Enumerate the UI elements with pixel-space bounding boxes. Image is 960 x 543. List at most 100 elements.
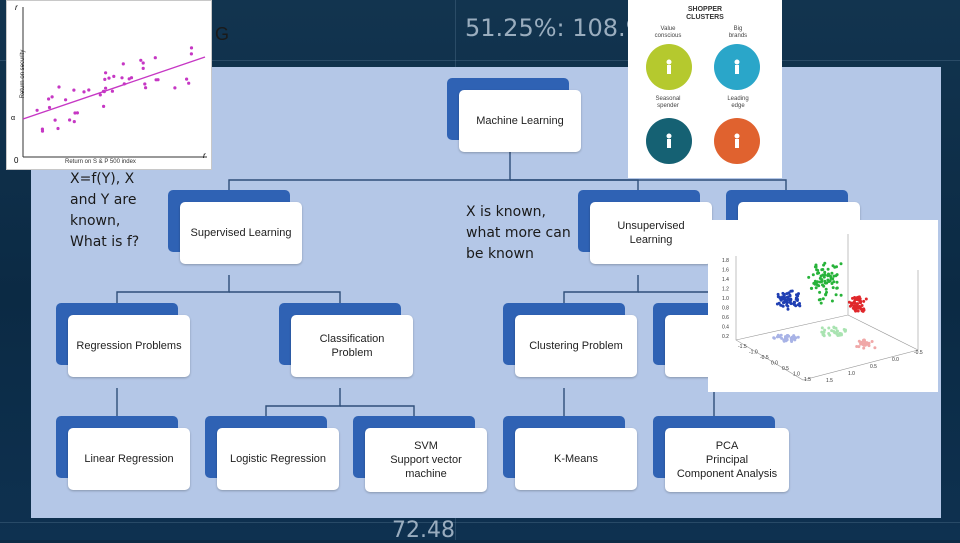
cluster-point [835, 265, 838, 269]
side-question-text: X is known, what more can be known [466, 204, 571, 262]
x-axis-label: Return on S & P 500 index [65, 159, 136, 165]
cluster-point [858, 299, 862, 303]
cluster-point [813, 279, 817, 283]
intercept-label: α [11, 115, 16, 122]
scatter-point [87, 88, 91, 92]
cluster-point [860, 304, 864, 307]
cluster-point [794, 336, 798, 340]
scatter-point [154, 78, 158, 82]
cluster-point [828, 279, 832, 283]
cluster-point [862, 338, 866, 342]
cluster-point [827, 326, 831, 330]
title-fragment: G [215, 24, 230, 44]
cluster-point [789, 289, 793, 293]
scatter-point [103, 77, 107, 81]
scatter-point [112, 74, 116, 78]
x-tick-label: 1.0 [793, 372, 800, 378]
cluster-point [822, 284, 826, 288]
cluster-point [823, 328, 827, 332]
connector [228, 150, 511, 190]
y-tick-label: 1.6 [722, 268, 729, 274]
cluster-point [781, 301, 785, 305]
scatter-point [98, 93, 102, 97]
cluster-point [829, 276, 833, 280]
cluster-point [826, 267, 830, 271]
cluster-point [795, 297, 799, 300]
x-tick-label: 1.5 [804, 377, 811, 383]
connector [638, 291, 715, 303]
scatter-point [35, 108, 39, 112]
cluster-point [785, 295, 789, 299]
node-label: Logistic Regression [230, 453, 326, 465]
z-tick-label: 0.5 [870, 364, 877, 370]
cluster-point [856, 302, 860, 306]
y-tick-label: 0.4 [722, 325, 729, 331]
cluster-point [793, 303, 796, 307]
person-icons [666, 59, 740, 148]
cluster-point [818, 298, 822, 301]
cluster-point [797, 292, 800, 296]
cluster-point [856, 309, 860, 313]
x-tick-label: -1.0 [749, 350, 758, 356]
cluster-point [811, 273, 815, 277]
cluster-point [819, 301, 823, 305]
cluster-point [796, 335, 800, 339]
y-tick-label: 1.2 [722, 287, 729, 293]
y-tick-label: 0.6 [722, 315, 729, 321]
scatter-point [82, 90, 86, 94]
cluster-point [812, 281, 816, 285]
x-tick-label: 0.5 [782, 366, 789, 372]
grid-line [0, 60, 960, 61]
cluster-point [850, 303, 854, 307]
scatter-point [57, 85, 61, 89]
question-text: X=f(Y), X and Y are known, What is f? [70, 171, 140, 250]
cluster-point [787, 291, 791, 295]
scatter-point [143, 82, 147, 86]
node-label: Machine Learning [476, 115, 564, 127]
cluster-point [784, 338, 788, 341]
cluster-point [834, 293, 838, 297]
node-label: Linear Regression [84, 453, 174, 465]
cluster-point [785, 301, 789, 305]
scatter-point [189, 46, 194, 50]
cluster-point [821, 297, 825, 301]
cluster-point [853, 307, 856, 311]
node-label: K-Means [553, 453, 599, 465]
scatter-point [53, 118, 57, 122]
scatter-point [187, 81, 191, 85]
cluster-point [823, 279, 827, 283]
cluster-point [853, 301, 857, 305]
cluster-point [816, 271, 819, 275]
y-tick-label: 0.2 [722, 334, 729, 340]
scatter-plot-inset: Return on security r Return on S & P 500… [6, 0, 212, 170]
cluster-point [832, 274, 836, 278]
cluster-point [782, 292, 786, 296]
cluster-point [786, 334, 790, 337]
cluster-point [861, 343, 865, 347]
node-label: Regression Problems [76, 340, 182, 352]
scatter-point [40, 129, 45, 133]
cluster-point [798, 302, 801, 305]
y-axis-label: Return on security [20, 49, 26, 99]
connector [229, 291, 341, 303]
cluster-point [775, 335, 779, 339]
scatter-point [139, 58, 143, 62]
scatter-point [144, 86, 148, 90]
cluster-point [862, 299, 866, 303]
cluster-point [862, 346, 866, 350]
cluster-point [824, 293, 828, 297]
node-label: Supervised Learning [190, 227, 292, 239]
scatter-point [110, 89, 114, 93]
cluster-point [847, 300, 851, 304]
cluster-point [826, 278, 830, 282]
scatter-point [72, 120, 76, 124]
z-tick-label: 0.0 [892, 357, 899, 363]
cluster-point [789, 298, 793, 302]
